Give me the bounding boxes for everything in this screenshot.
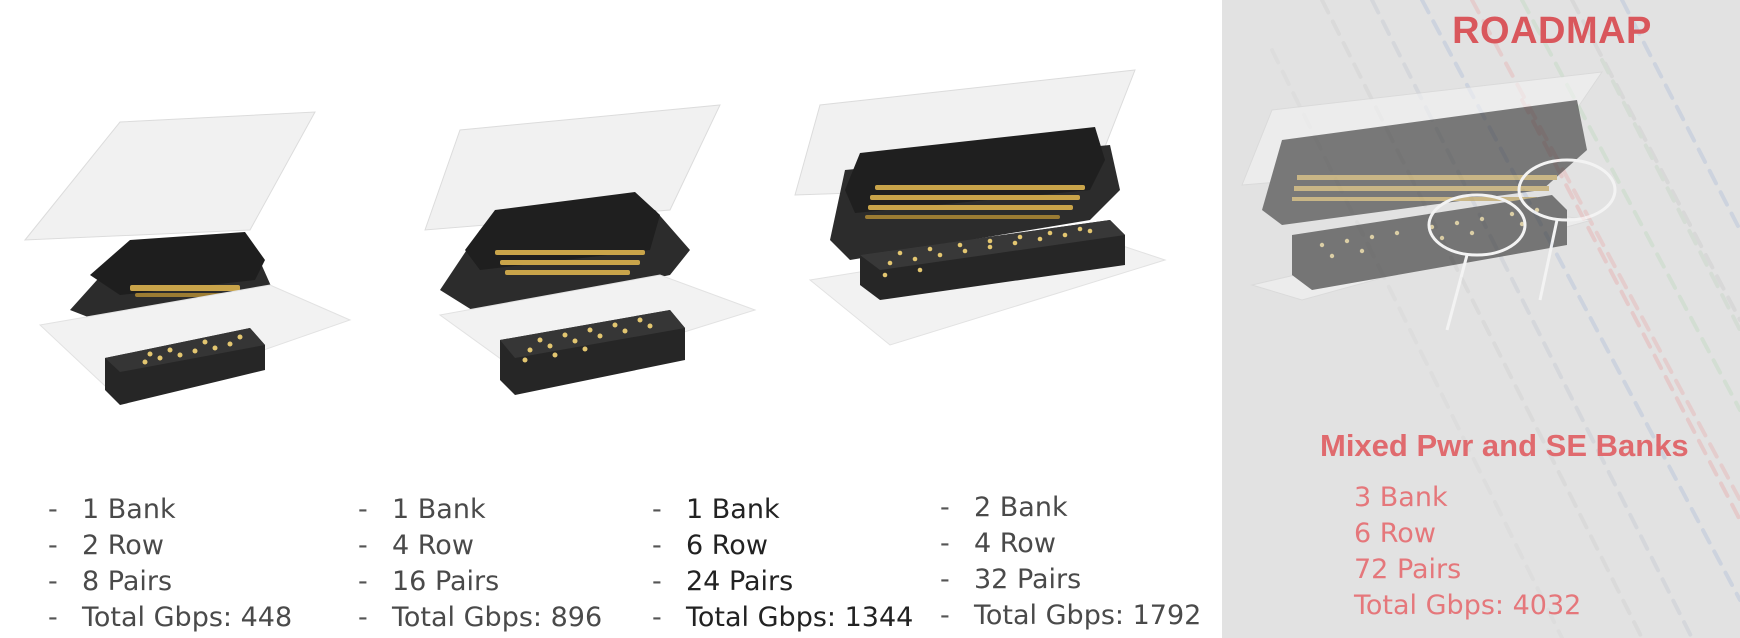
spec-pairs: 32 Pairs: [974, 564, 1082, 595]
roadmap-spec-row: 6 Row: [1354, 518, 1436, 549]
spec-total-gbps: Total Gbps: 896: [392, 602, 603, 633]
spec-row: 6 Row: [686, 530, 768, 561]
bullet-dash: -: [358, 494, 368, 525]
spec-row: 4 Row: [974, 528, 1056, 559]
bullet-dash: -: [48, 494, 58, 525]
spec-list-3: -1 Bank -6 Row -24 Pairs -Total Gbps: 13…: [652, 492, 913, 636]
roadmap-spec-list: 3 Bank 6 Row 72 Pairs Total Gbps: 4032: [1354, 480, 1581, 624]
spec-bank: 1 Bank: [392, 494, 486, 525]
spec-bank: 1 Bank: [686, 494, 780, 525]
spec-pairs: 8 Pairs: [82, 566, 173, 597]
spec-total-gbps: Total Gbps: 448: [82, 602, 293, 633]
spec-total-gbps: Total Gbps: 1344: [686, 602, 914, 633]
bullet-dash: -: [48, 530, 58, 561]
spec-item: -2 Row: [48, 528, 292, 564]
connector-image-2: [424, 104, 757, 395]
roadmap-panel: ROADMAP Mixed Pwr and SE Banks 3 Bank 6 …: [1222, 0, 1740, 638]
spec-pairs: 24 Pairs: [686, 566, 794, 597]
spec-row: 2 Row: [82, 530, 164, 561]
bullet-dash: -: [48, 602, 58, 633]
spec-item: -Total Gbps: 1792: [940, 598, 1201, 634]
bullet-dash: -: [940, 492, 950, 523]
spec-item: -4 Row: [940, 526, 1201, 562]
spec-item: -6 Row: [652, 528, 913, 564]
spec-bank: 2 Bank: [974, 492, 1068, 523]
spec-item: -32 Pairs: [940, 562, 1201, 598]
spec-item: -24 Pairs: [652, 564, 913, 600]
bullet-dash: -: [652, 530, 662, 561]
spec-item: -Total Gbps: 1344: [652, 600, 913, 636]
roadmap-spec-total-gbps: Total Gbps: 4032: [1354, 590, 1582, 621]
bullet-dash: -: [358, 530, 368, 561]
spec-item: -8 Pairs: [48, 564, 292, 600]
spec-item: -2 Bank: [940, 490, 1201, 526]
bullet-dash: -: [940, 600, 950, 631]
bullet-dash: -: [652, 566, 662, 597]
bullet-dash: -: [358, 602, 368, 633]
spec-bank: 1 Bank: [82, 494, 176, 525]
roadmap-title: ROADMAP: [1452, 10, 1652, 52]
spec-row: 4 Row: [392, 530, 474, 561]
spec-item: -1 Bank: [652, 492, 913, 528]
bullet-dash: -: [358, 566, 368, 597]
spec-list-2: -1 Bank -4 Row -16 Pairs -Total Gbps: 89…: [358, 492, 602, 636]
spec-item: -16 Pairs: [358, 564, 602, 600]
connector-image-1: [23, 111, 352, 405]
spec-item: -1 Bank: [358, 492, 602, 528]
bullet-dash: -: [48, 566, 58, 597]
bullet-dash: -: [652, 602, 662, 633]
spec-total-gbps: Total Gbps: 1792: [974, 600, 1202, 631]
connector-image-3: [794, 69, 1167, 346]
spec-item: -1 Bank: [48, 492, 292, 528]
roadmap-spec-pairs: 72 Pairs: [1354, 554, 1462, 585]
decorative-stripes: [1241, 0, 1740, 638]
spec-item: -Total Gbps: 448: [48, 600, 292, 636]
spec-item: -4 Row: [358, 528, 602, 564]
bullet-dash: -: [652, 494, 662, 525]
spec-item: -Total Gbps: 896: [358, 600, 602, 636]
roadmap-subtitle: Mixed Pwr and SE Banks: [1320, 428, 1689, 463]
spec-pairs: 16 Pairs: [392, 566, 500, 597]
spec-list-1: -1 Bank -2 Row -8 Pairs -Total Gbps: 448: [48, 492, 292, 636]
roadmap-spec-bank: 3 Bank: [1354, 482, 1448, 513]
bullet-dash: -: [940, 564, 950, 595]
bullet-dash: -: [940, 528, 950, 559]
spec-list-4: -2 Bank -4 Row -32 Pairs -Total Gbps: 17…: [940, 490, 1201, 634]
